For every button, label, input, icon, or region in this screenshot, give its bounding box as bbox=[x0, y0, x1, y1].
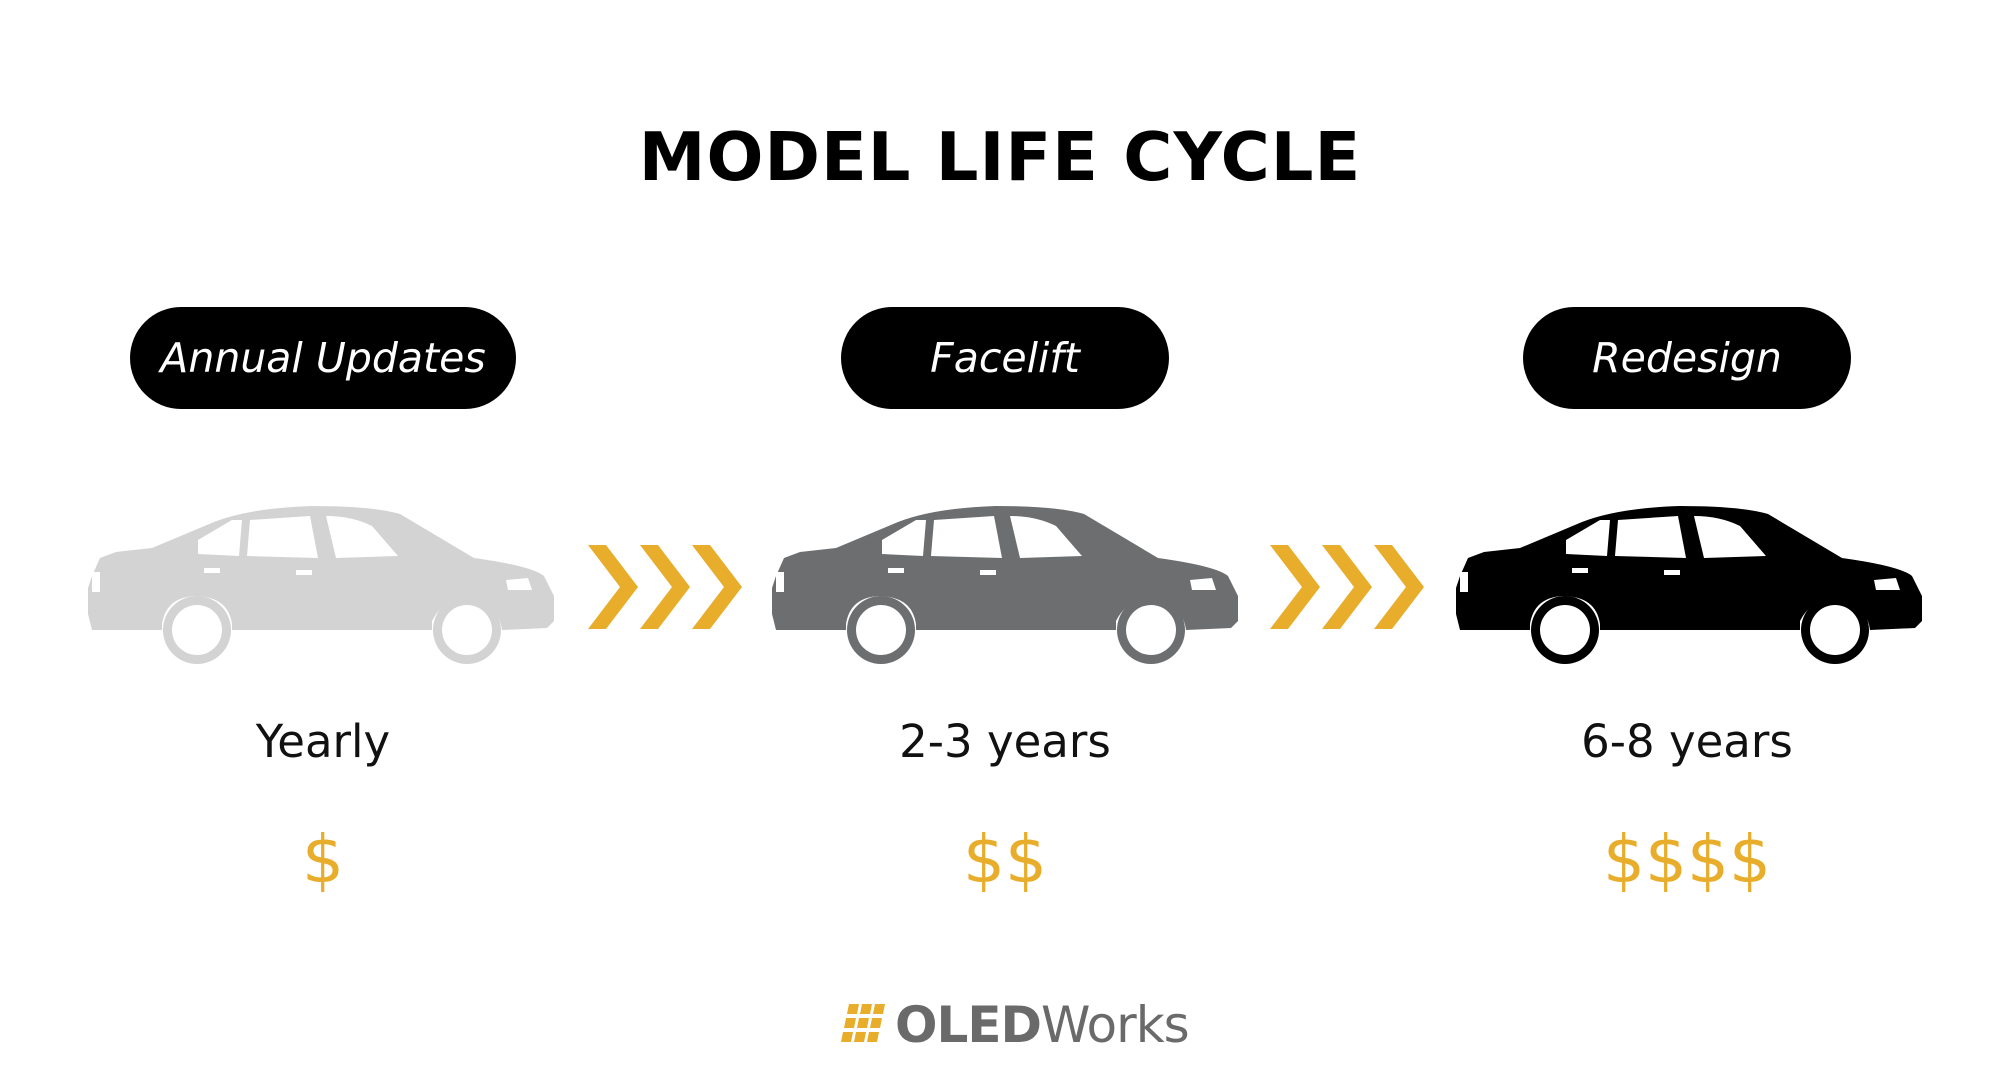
brand-logo: OLEDWorks bbox=[835, 990, 1189, 1060]
stage-period: 6-8 years bbox=[1447, 712, 1927, 772]
stage-cost: $ bbox=[83, 815, 563, 905]
grid-logo-icon bbox=[835, 1002, 887, 1048]
car-icon bbox=[82, 496, 562, 668]
stage-label-pill: Annual Updates bbox=[130, 307, 516, 409]
stage-cost: $$ bbox=[765, 815, 1245, 905]
logo-text-strong: OLED bbox=[895, 996, 1041, 1054]
stage-cost: $$$$ bbox=[1447, 815, 1927, 905]
stage-label-pill: Facelift bbox=[841, 307, 1169, 409]
page-title: MODEL LIFE CYCLE bbox=[0, 112, 2000, 202]
stage-label-pill: Redesign bbox=[1523, 307, 1851, 409]
chevron-arrows-icon bbox=[588, 545, 748, 629]
chevron-arrows-icon bbox=[1270, 545, 1430, 629]
car-icon bbox=[1450, 496, 1930, 668]
logo-text-rest: Works bbox=[1041, 996, 1189, 1054]
stage-period: Yearly bbox=[83, 712, 563, 772]
logo-text: OLEDWorks bbox=[895, 990, 1189, 1060]
car-icon bbox=[766, 496, 1246, 668]
stage-period: 2-3 years bbox=[765, 712, 1245, 772]
